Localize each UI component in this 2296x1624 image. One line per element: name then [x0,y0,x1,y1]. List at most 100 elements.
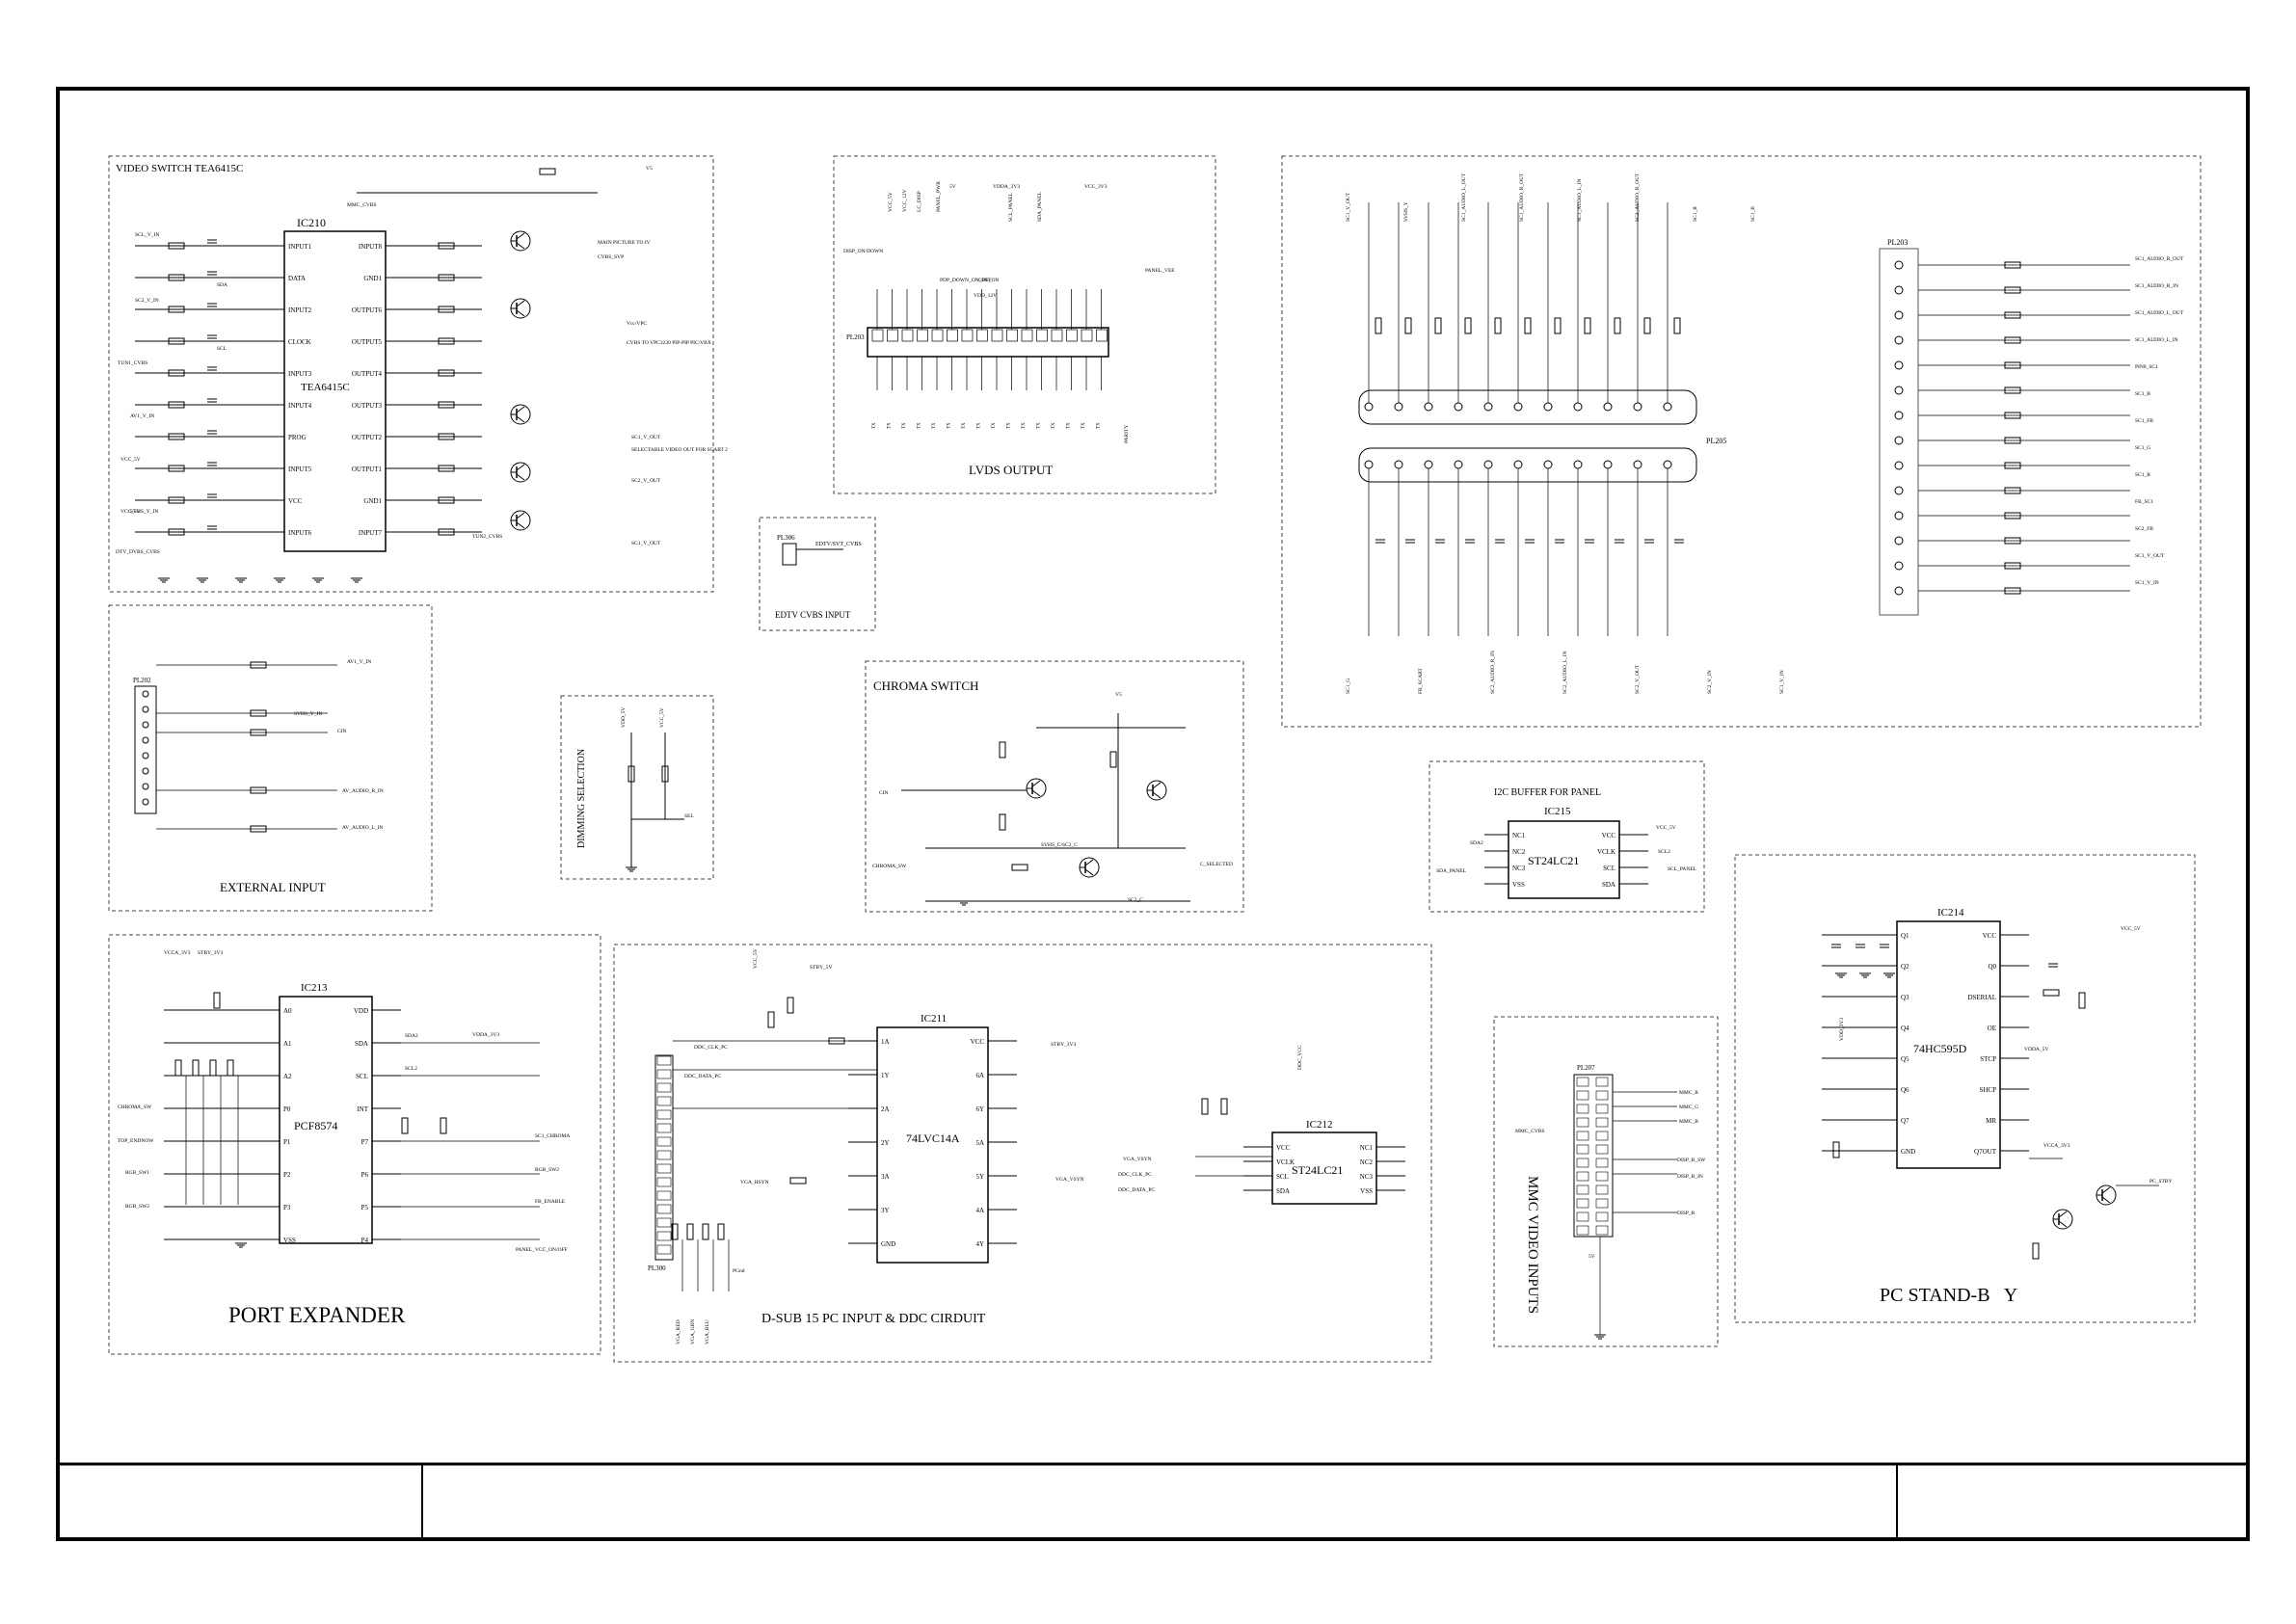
video-switch-block: VIDEO SWITCH TEA6415C IC210 TEA6415C INP… [108,155,728,593]
wire [516,415,525,423]
resistor-symbol [1643,317,1651,334]
scart-pin [1573,402,1583,412]
connector-pin [1576,1090,1589,1101]
connector-pin [871,329,884,342]
edtv-title: EDTV CVBS INPUT [775,610,851,620]
pin-label: TX [992,422,997,429]
net-label: DDC_DATA_PC [684,1074,721,1079]
net-label: STBY_5V [810,965,833,971]
pin-label: STCP [1980,1055,1996,1063]
net-label: SCL2 [1658,849,1670,855]
net-label: PARITY [1124,425,1130,443]
pin-label: OUTPUT3 [352,402,383,410]
scart-pin [1573,460,1583,469]
connector-pin [1595,1171,1609,1182]
connector-pin [142,736,149,744]
net-label: V5 [1115,692,1122,698]
net-label: PANEL_PWR [936,181,942,212]
net-label: SDA_PANEL [1436,868,1467,874]
dimming-title: DIMMING SELECTION [576,749,587,848]
resistor-symbol [2004,412,2021,419]
ic210-part: TEA6415C [301,382,350,393]
i2c-pins: NC1NC2NC3VSSVCCVCLKSCLSDASDA2SDA_PANELVC… [1436,825,1697,889]
net-label: SC2_FB [2135,526,2153,532]
connector-pin [1595,1211,1609,1222]
resistor-symbol [227,1059,234,1077]
scart-pin [1424,402,1433,412]
resistor-symbol [1584,317,1591,334]
net-label: SC1_V_OUT [2135,553,2165,559]
connector-pin [1595,1198,1609,1209]
pin-label: VCC [288,497,303,505]
net-label: SC1_B [1750,206,1756,222]
pin-label: Q2 [1901,963,1909,971]
resistor-symbol [250,729,267,736]
wire [2101,1186,2111,1194]
resistor-symbol [1109,751,1117,768]
connector-pin [656,1136,672,1147]
ic211-ref: IC211 [921,1013,947,1025]
net-label: SC1_AUDIO_L_IN [2135,337,2178,343]
connector-pin [1894,411,1904,420]
connector-pin [1894,335,1904,345]
pin-label: 5A [975,1139,984,1147]
net-label: VDD_5V [621,707,627,728]
net-label: CVBS TO VPC3230 PIP-PIP PIC/VBX [627,340,711,346]
resistor-symbol [686,1223,694,1240]
net-label: MAIN PICTURE TO IV [598,240,651,246]
ic210-body [283,230,387,552]
pin-label: GND [881,1240,895,1248]
pin-label: 4Y [975,1240,984,1248]
wire [1031,780,1041,787]
net-label: SC2_V_OUT [1635,664,1641,694]
connector-pin [1051,329,1063,342]
resistor-symbol [661,765,669,783]
resistor-symbol [828,1037,845,1045]
ic214-pins: Q1Q2Q3Q4Q5Q6Q7GNDVCCQ0DSERIALOESTCPSHCPM… [1822,926,2173,1260]
ic213-body [279,996,373,1244]
wire [516,512,525,519]
connector-pin [887,329,898,342]
net-label: MMC_B [1679,1119,1698,1125]
pin-label: SCL [356,1073,368,1080]
pin-label: 4A [975,1207,984,1214]
pin-label: NC1 [1360,1144,1374,1152]
mmc-nets: MMC_RMMC_GMMC_BMMC_CVBSDISP_B_SWDISP_B_I… [1515,1077,1706,1340]
connector-pin [917,329,928,342]
resistor-symbol [1434,317,1442,334]
connector-pin [656,1109,672,1120]
pin-label: 6Y [975,1105,984,1113]
net-label: SC2_C [1128,897,1143,903]
connector-pin [1894,486,1904,495]
resistor-symbol [2004,462,2021,469]
resistor-symbol [2042,989,2060,997]
net-label: TUN1_CVBS [118,360,147,366]
connector-pin [142,752,149,759]
net-label: PDP_DOWN_ON_OFF [940,278,991,283]
net-label: V5 [646,166,653,172]
pin-label: DATA [288,275,306,282]
i2c-ic-body [1508,820,1620,899]
resistor-symbol [192,1059,200,1077]
net-label: CIN [879,790,889,796]
pin-label: A2 [283,1073,292,1080]
net-label: CHROMA_SW [118,1105,152,1110]
scart-pin [1394,402,1403,412]
net-label: VDD_3V3 [1839,1018,1845,1041]
net-label: VGA_RED [676,1319,681,1344]
pin-label: Q3 [1901,994,1909,1001]
connector-pin [976,329,988,342]
resistor-symbol [2004,487,2021,494]
resistor-symbol [2004,537,2021,545]
pin-label: OE [1988,1025,1996,1032]
connector-pin [1576,1211,1589,1222]
net-label: VCC_12V [902,189,908,212]
wire [1084,859,1094,866]
pin-label: SCL [1276,1173,1289,1181]
pin-label: VSS [1512,881,1525,889]
connector-pin [656,1055,672,1066]
resistor-symbol [401,1117,409,1134]
pin-label: TX [1037,422,1042,429]
net-label: SVHS_Y_IN [130,509,158,515]
